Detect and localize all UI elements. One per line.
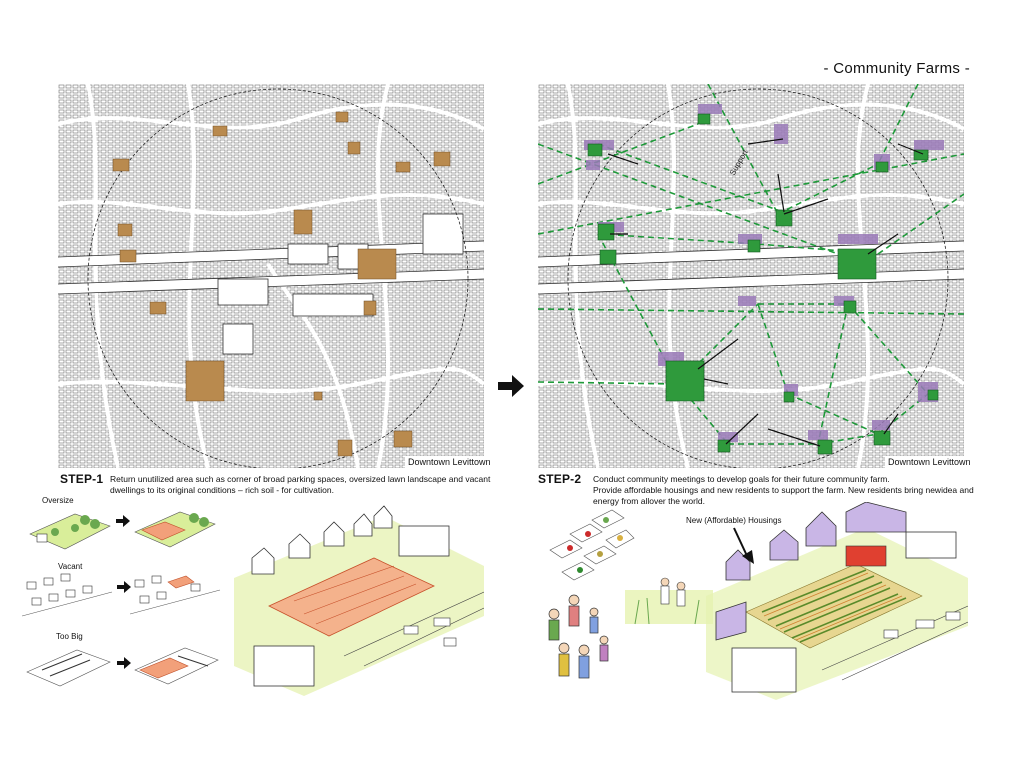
step1-text-line1: Return unutilized area such as corner of…	[110, 474, 491, 484]
too-big-after-sketch	[130, 640, 222, 695]
right-map-drawing: Support	[538, 84, 964, 468]
page-title: - Community Farms -	[823, 60, 970, 77]
oversize-before-sketch	[25, 504, 115, 559]
step2-text-line1: Conduct community meetings to develop go…	[593, 474, 890, 484]
right-site-map: Support	[538, 84, 964, 468]
vacant-label: Vacant	[58, 562, 83, 571]
vacant-after-sketch	[129, 568, 222, 623]
community-people-sketch	[540, 590, 620, 695]
new-housings-pointer-icon	[730, 526, 756, 571]
left-map-drawing	[58, 84, 484, 468]
step2-text-line3: energy from allover the world.	[593, 496, 705, 506]
next-step-arrow-icon	[498, 373, 524, 404]
too-big-label: Too Big	[56, 632, 83, 641]
right-map-caption: Downtown Levittown	[885, 456, 974, 468]
oversize-after-sketch	[130, 502, 220, 557]
garden-volunteers-sketch	[625, 570, 715, 630]
step1-label: STEP-1	[60, 472, 104, 486]
step1-description: Return unutilized area such as corner of…	[110, 474, 490, 496]
too-big-arrow-icon	[117, 656, 131, 674]
left-perspective-sketch	[234, 496, 485, 701]
vacant-before-sketch	[21, 570, 114, 625]
farm-produce-sketch	[540, 500, 636, 595]
oversize-label: Oversize	[42, 496, 74, 505]
step2-label: STEP-2	[538, 472, 582, 486]
step2-text-line2: Provide affordable housings and new resi…	[593, 485, 974, 495]
step2-description: Conduct community meetings to develop go…	[593, 474, 974, 507]
too-big-before-sketch	[22, 642, 114, 697]
left-map-caption: Downtown Levittown	[405, 456, 494, 468]
right-perspective-sketch	[706, 501, 969, 705]
step1-text-line2: dwellings to its original conditions – r…	[110, 485, 334, 495]
oversize-arrow-icon	[116, 514, 130, 532]
new-housings-label: New (Affordable) Housings	[686, 516, 782, 525]
vacant-arrow-icon	[117, 580, 131, 598]
left-site-map	[58, 84, 484, 468]
